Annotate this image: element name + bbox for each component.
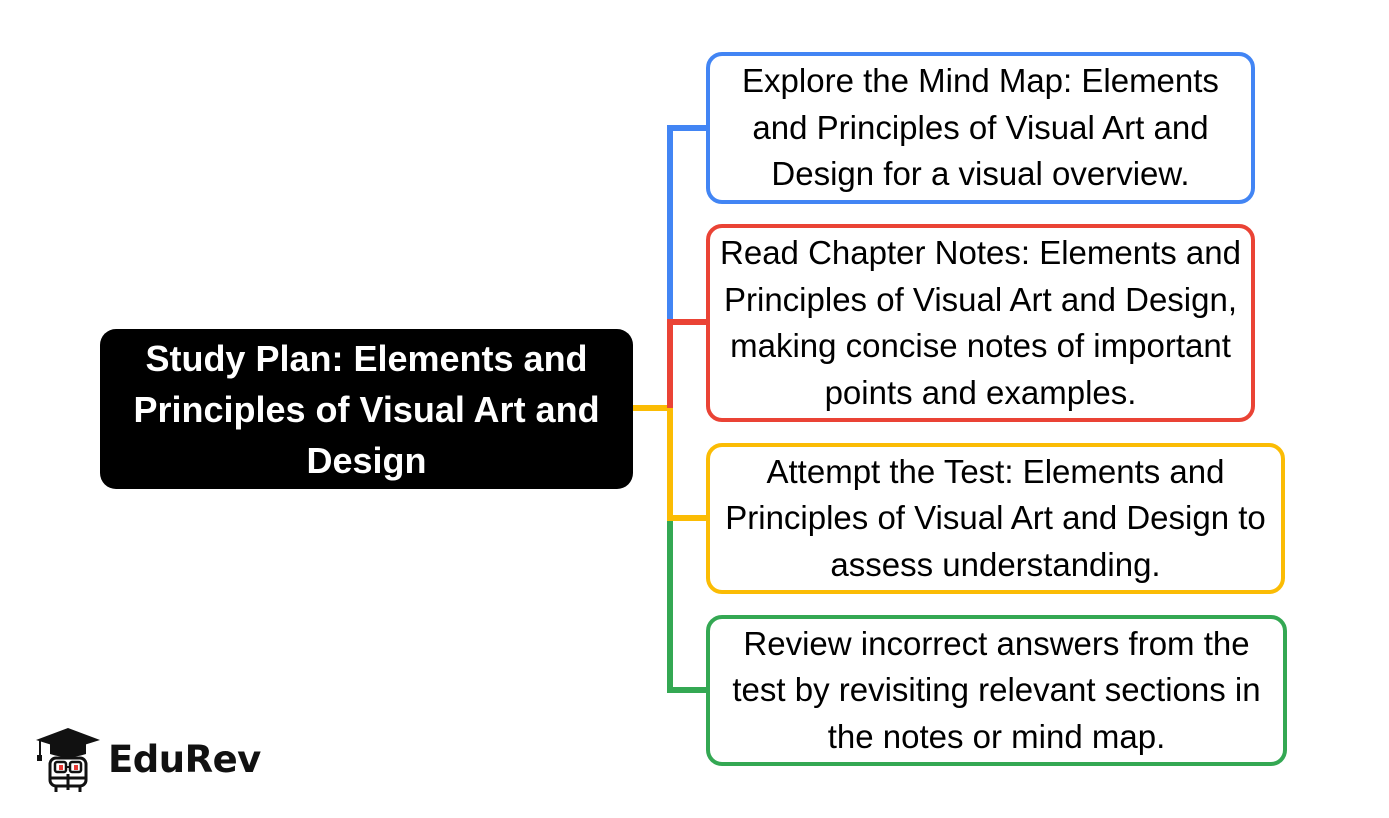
step-label: Explore the Mind Map: Elements and Princ… [742, 62, 1219, 193]
step-label: Read Chapter Notes: Elements and Princip… [720, 234, 1241, 411]
step-node-review-answers: Review incorrect answers from the test b… [706, 615, 1287, 766]
edurev-logo: EduRev [28, 726, 261, 792]
step-label: Attempt the Test: Elements and Principle… [725, 452, 1266, 583]
root-node: Study Plan: Elements and Principles of V… [100, 329, 633, 489]
step-node-attempt-test: Attempt the Test: Elements and Principle… [706, 443, 1285, 594]
root-node-label: Study Plan: Elements and Principles of V… [133, 337, 600, 481]
step-label: Review incorrect answers from the test b… [732, 624, 1261, 755]
graduation-cap-student-icon [36, 728, 100, 792]
step-node-explore-mind-map: Explore the Mind Map: Elements and Princ… [706, 52, 1255, 204]
step-node-read-chapter-notes: Read Chapter Notes: Elements and Princip… [706, 224, 1255, 422]
logo-text: EduRev [108, 737, 261, 781]
